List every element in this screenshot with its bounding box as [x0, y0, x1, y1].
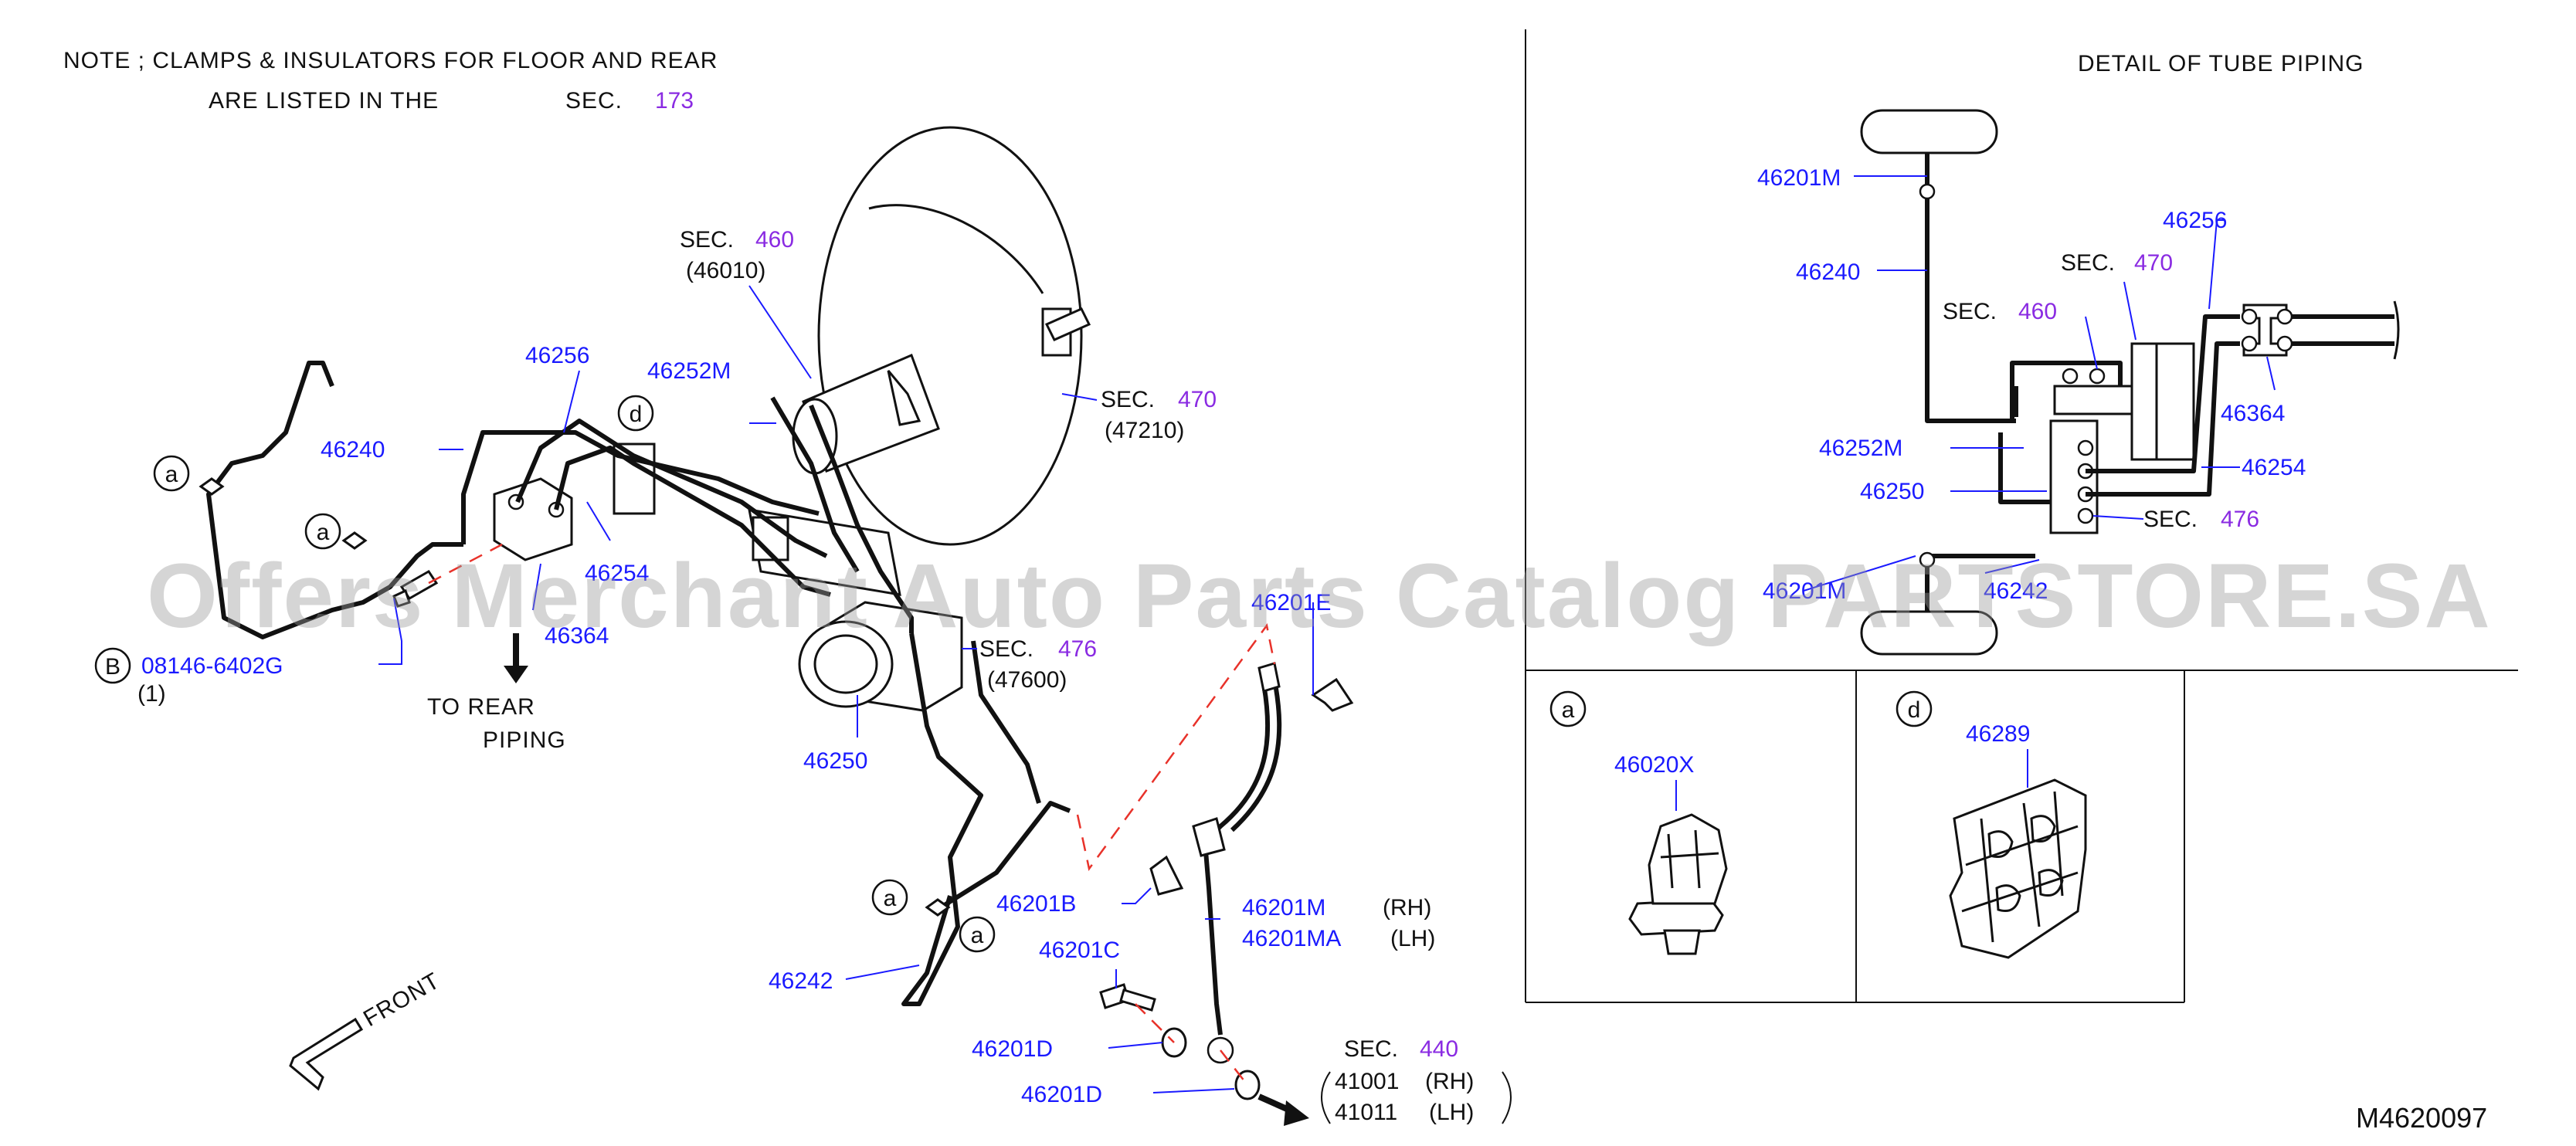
sec-470-ref[interactable]: 470 — [1178, 387, 1217, 412]
inset-d-part-label[interactable]: 46289 — [1966, 721, 2030, 747]
junction-block — [493, 442, 789, 561]
detail-piping: DETAIL OF TUBE PIPING — [1757, 51, 2400, 656]
svg-text:a: a — [317, 520, 330, 545]
insulator-46289-drawing — [1949, 778, 2087, 959]
panel-frames — [1525, 29, 2518, 1003]
callout-a-1[interactable]: a — [153, 455, 190, 492]
watermark: Offers Merchant Auto Parts Catalog PARTS… — [147, 545, 2492, 647]
callout-a-2[interactable]: a — [304, 513, 341, 550]
clip-46201B — [1149, 855, 1184, 896]
bracket-right — [1502, 1071, 1512, 1124]
label-41001[interactable]: 41001 — [1335, 1069, 1399, 1094]
sec-440-prefix: SEC. — [1344, 1036, 1398, 1062]
label-46250[interactable]: 46250 — [803, 748, 867, 774]
sec-470-sub: (47210) — [1105, 418, 1184, 443]
tube-clips — [199, 477, 951, 917]
bolt-b — [392, 570, 439, 608]
detail-label-46250[interactable]: 46250 — [1860, 479, 1924, 504]
note-line-2: ARE LISTED IN THE — [209, 88, 439, 114]
label-46201M[interactable]: 46201M — [1242, 895, 1325, 921]
inset-d: d 46289 — [1896, 690, 2087, 959]
sec-476-prefix: SEC. — [979, 636, 1033, 662]
svg-text:B: B — [105, 654, 120, 680]
label-bolt-qty: (1) — [137, 681, 166, 707]
callout-b[interactable]: B — [94, 647, 131, 684]
drawing-number: M4620097 — [2356, 1102, 2487, 1134]
label-46252M[interactable]: 46252M — [647, 358, 731, 384]
label-46256[interactable]: 46256 — [525, 343, 589, 368]
label-46364[interactable]: 46364 — [545, 623, 609, 649]
label-46201D-1[interactable]: 46201D — [972, 1036, 1053, 1062]
label-41011[interactable]: 41011 — [1335, 1100, 1397, 1125]
detail-title: DETAIL OF TUBE PIPING — [2078, 51, 2364, 76]
callout-a-3[interactable]: a — [871, 879, 908, 916]
label-46242[interactable]: 46242 — [769, 968, 833, 994]
to-rear-line-1: TO REAR — [427, 694, 535, 720]
svg-text:a: a — [971, 923, 984, 948]
detail-sec-476-ref[interactable]: 476 — [2221, 507, 2259, 532]
note-sec-ref[interactable]: 173 — [655, 88, 694, 114]
sec-476-ref[interactable]: 476 — [1058, 636, 1097, 662]
callout-a-4[interactable]: a — [959, 916, 996, 953]
sec-470-prefix: SEC. — [1101, 387, 1155, 412]
label-rh-1: (RH) — [1383, 895, 1431, 921]
detail-sec-460-prefix: SEC. — [1943, 299, 1997, 324]
detail-sec-460-ref[interactable]: 460 — [2018, 299, 2057, 324]
detail-label-46252M[interactable]: 46252M — [1819, 436, 1902, 461]
svg-text:d: d — [630, 402, 643, 427]
brake-hose — [1192, 662, 1354, 1064]
label-46201E[interactable]: 46201E — [1251, 590, 1331, 615]
svg-text:a: a — [884, 886, 897, 911]
note-sec-prefix: SEC. — [565, 88, 623, 114]
label-46201MA[interactable]: 46201MA — [1242, 926, 1341, 951]
sec-476-sub: (47600) — [987, 667, 1067, 693]
svg-text:a: a — [165, 462, 178, 487]
brake-tubes — [206, 361, 1071, 1006]
inset-a-callout[interactable]: a — [1549, 690, 1587, 727]
label-46254[interactable]: 46254 — [585, 561, 649, 586]
detail-label-46201M[interactable]: 46201M — [1757, 165, 1841, 191]
svg-text:d: d — [1908, 697, 1921, 723]
front-wheel — [1860, 109, 1998, 154]
label-46201D-2[interactable]: 46201D — [1021, 1082, 1102, 1107]
bracket-left — [1321, 1071, 1331, 1124]
leader-lines — [378, 285, 1314, 1093]
main-drawing: a a a a d B SEC. 460 (46010) 46256 46252… — [94, 126, 1512, 1126]
sec-460-prefix: SEC. — [680, 227, 734, 253]
inset-a-part-label[interactable]: 46020X — [1614, 752, 1694, 778]
detail-label-46364[interactable]: 46364 — [2221, 401, 2285, 426]
label-lh-1: (LH) — [1390, 926, 1435, 951]
bolt-46201C — [1099, 983, 1156, 1012]
sec-460-sub: (46010) — [686, 258, 765, 283]
note-line-1: NOTE ; CLAMPS & INSULATORS FOR FLOOR AND… — [63, 48, 718, 73]
detail-sec-470-prefix: SEC. — [2061, 250, 2115, 276]
hidden-lines — [428, 543, 1276, 1086]
label-46201B[interactable]: 46201B — [996, 891, 1076, 917]
sec-460-ref[interactable]: 460 — [755, 227, 794, 253]
detail-label-46240[interactable]: 46240 — [1796, 259, 1860, 285]
label-46240[interactable]: 46240 — [321, 437, 385, 463]
label-bolt-number[interactable]: 08146-6402G — [141, 653, 283, 679]
brake-booster — [792, 126, 1091, 546]
sec-440-ref[interactable]: 440 — [1420, 1036, 1458, 1062]
inset-d-callout[interactable]: d — [1896, 690, 1933, 727]
detail-label-46256[interactable]: 46256 — [2163, 208, 2227, 233]
to-rear-line-2: PIPING — [483, 727, 566, 753]
label-lh-2: (LH) — [1429, 1100, 1474, 1125]
detail-label-46254[interactable]: 46254 — [2242, 455, 2306, 480]
direction-arrows — [289, 633, 1309, 1126]
label-rh-2: (RH) — [1425, 1069, 1474, 1094]
callout-d[interactable]: d — [617, 395, 654, 432]
front-label: FRONT — [359, 968, 444, 1032]
detail-booster — [2153, 342, 2195, 461]
detail-sec-470-ref[interactable]: 470 — [2134, 250, 2173, 276]
svg-text:a: a — [1562, 697, 1575, 723]
clip-46020X-drawing — [1628, 813, 1728, 955]
detail-label-46242[interactable]: 46242 — [1984, 578, 2048, 604]
detail-label-46201M-bottom[interactable]: 46201M — [1763, 578, 1846, 604]
label-46201C[interactable]: 46201C — [1039, 937, 1120, 963]
detail-sec-476-prefix: SEC. — [2143, 507, 2198, 532]
inset-a: a 46020X — [1549, 690, 1728, 955]
